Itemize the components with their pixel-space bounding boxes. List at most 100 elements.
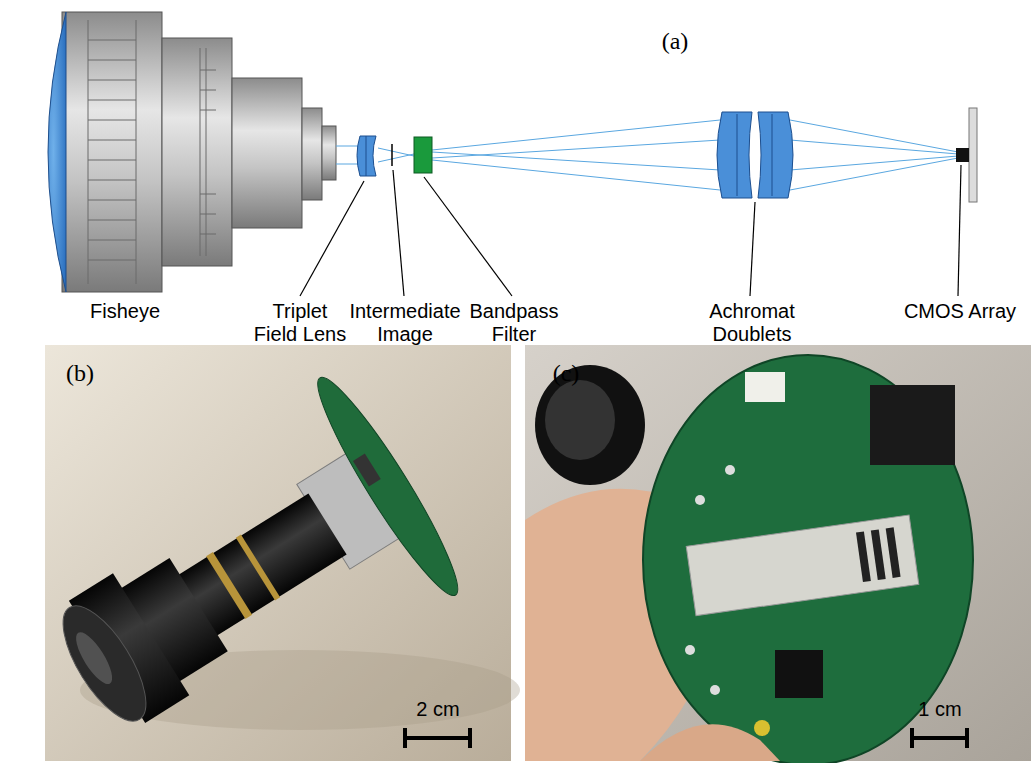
photo-camera-back xyxy=(685,645,695,655)
fisheye-lens xyxy=(200,234,216,235)
fisheye-lens xyxy=(48,12,66,292)
leader-line xyxy=(750,202,755,296)
photo-camera-side xyxy=(353,454,381,487)
photo-camera-back xyxy=(686,515,919,616)
photo-camera-side xyxy=(236,535,280,601)
photo-camera-back xyxy=(745,372,785,402)
photo-camera-back xyxy=(535,365,645,485)
triplet-lens xyxy=(357,136,376,176)
fisheye-lens xyxy=(88,20,89,284)
scale-label: 1 cm xyxy=(897,698,983,721)
panel-letter: (c) xyxy=(544,360,588,388)
fisheye-lens xyxy=(200,194,216,195)
photo-camera-back xyxy=(725,465,735,475)
light-rays xyxy=(790,140,958,154)
part-label: Achromat Doublets xyxy=(700,300,804,346)
light-rays xyxy=(432,160,720,190)
intermediate-image-plane xyxy=(391,144,393,166)
light-rays xyxy=(432,152,720,170)
fisheye-lens xyxy=(200,110,216,111)
fisheye-lens xyxy=(200,90,216,91)
fisheye-lens xyxy=(88,80,136,81)
part-label: Bandpass Filter xyxy=(462,300,566,346)
light-rays xyxy=(336,146,358,147)
scale-bar xyxy=(912,736,967,740)
light-rays xyxy=(432,120,720,150)
fisheye-lens xyxy=(200,48,216,256)
scale-label: 2 cm xyxy=(395,698,481,721)
leader-line xyxy=(393,170,404,296)
photo-camera-back xyxy=(754,720,770,736)
achromat-doublets xyxy=(758,112,793,198)
scale-bar xyxy=(965,728,969,748)
photo-camera-back xyxy=(686,515,919,616)
achromat-doublets xyxy=(717,112,793,198)
photo-camera-back xyxy=(870,385,955,465)
cmos-array xyxy=(956,108,977,202)
photo-camera-side xyxy=(15,345,520,763)
light-rays xyxy=(790,156,958,170)
fisheye-lens xyxy=(88,180,136,181)
scale-bar xyxy=(405,728,967,748)
part-label: Triplet Field Lens xyxy=(250,300,350,346)
photo-camera-side xyxy=(15,367,473,763)
fisheye-lens xyxy=(88,260,136,261)
fisheye-lens xyxy=(136,20,137,284)
achromat-doublets xyxy=(717,112,752,198)
fisheye-lens xyxy=(88,40,136,41)
scale-bar xyxy=(405,736,470,740)
fisheye-lens xyxy=(88,60,136,61)
leader-line xyxy=(424,177,512,296)
photo-camera-back xyxy=(710,685,720,695)
light-rays xyxy=(432,140,720,158)
achromat-doublets xyxy=(737,114,738,196)
panel-letter: (a) xyxy=(650,28,700,56)
photo-camera-side xyxy=(47,594,161,733)
part-label: Fisheye xyxy=(70,300,180,323)
fisheye-lens xyxy=(62,12,162,292)
light-rays xyxy=(336,120,958,190)
cmos-array xyxy=(956,148,969,162)
panel-letter: (b) xyxy=(58,360,102,388)
fisheye-lens xyxy=(200,48,201,256)
photo-camera-back xyxy=(525,345,1031,763)
fisheye-lens xyxy=(88,20,136,284)
fisheye-lens xyxy=(322,126,336,180)
fisheye-lens xyxy=(232,78,302,228)
triplet-lens xyxy=(357,136,376,176)
scale-bar xyxy=(403,728,407,748)
part-label: Intermediate Image xyxy=(344,300,466,346)
light-rays xyxy=(336,164,358,165)
photo-camera-back xyxy=(545,380,615,460)
cmos-array xyxy=(969,108,977,202)
leader-line xyxy=(958,165,961,296)
photo-camera-back xyxy=(856,531,871,582)
photo-camera-back xyxy=(640,724,780,761)
fisheye-lens xyxy=(200,70,216,71)
fisheye-lens xyxy=(88,200,136,201)
fisheye-lens xyxy=(88,160,136,161)
triplet-lens xyxy=(366,136,367,176)
fisheye-lens xyxy=(88,240,136,241)
bandpass-filter xyxy=(414,137,432,173)
scale-bar xyxy=(910,728,914,748)
fisheye-lens xyxy=(88,140,136,141)
fisheye-lens xyxy=(162,38,232,266)
photo-camera-side xyxy=(303,367,473,605)
achromat-doublets xyxy=(772,114,773,196)
fisheye-lens xyxy=(200,214,216,215)
fisheye-lens xyxy=(88,100,136,101)
leader-line xyxy=(300,181,364,296)
photo-camera-back xyxy=(871,529,886,580)
photo-camera-back xyxy=(886,527,901,578)
part-label: CMOS Array xyxy=(895,300,1025,323)
fisheye-lens xyxy=(88,120,136,121)
fisheye-lens xyxy=(88,220,136,221)
fisheye-lens xyxy=(302,108,322,200)
fisheye-lens xyxy=(48,12,336,292)
scale-bar xyxy=(468,728,472,748)
photo-camera-side xyxy=(70,627,119,688)
photo-camera-back xyxy=(775,650,823,698)
